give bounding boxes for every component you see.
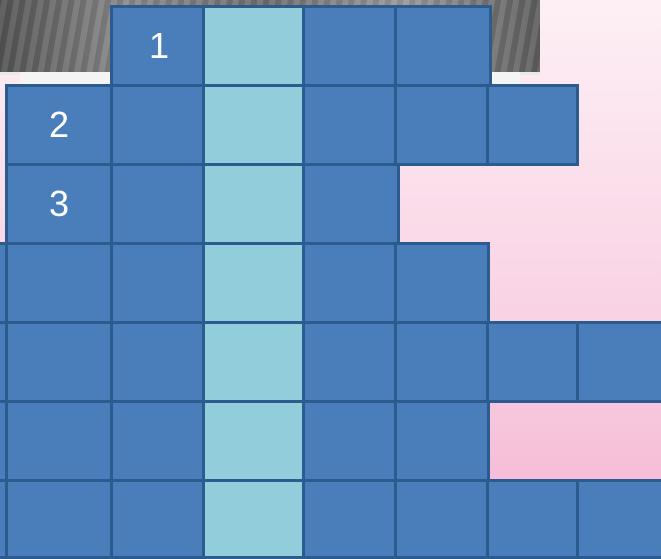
crossword-cell[interactable] xyxy=(486,479,582,559)
crossword-cell[interactable] xyxy=(302,5,400,87)
crossword-key-cell[interactable] xyxy=(202,84,308,166)
crossword-number-cell-3[interactable]: 3 xyxy=(5,163,113,245)
crossword-cell[interactable] xyxy=(302,84,400,166)
crossword-cell[interactable] xyxy=(486,84,579,166)
row-number-2: 2 xyxy=(49,104,69,146)
crossword-cell[interactable] xyxy=(302,163,400,245)
crossword-key-cell[interactable] xyxy=(202,321,308,403)
crossword-cell[interactable] xyxy=(110,321,208,403)
crossword-cell[interactable] xyxy=(394,242,490,324)
crossword-number-cell-5[interactable] xyxy=(5,321,113,403)
crossword-cell[interactable] xyxy=(110,84,208,166)
crossword-key-cell[interactable] xyxy=(202,163,308,245)
crossword-key-cell[interactable] xyxy=(202,242,308,324)
crossword-cell[interactable] xyxy=(394,400,490,482)
crossword-cell[interactable] xyxy=(394,5,492,87)
crossword-cell[interactable] xyxy=(302,242,400,324)
crossword-cell[interactable] xyxy=(394,321,492,403)
crossword-number-cell-2[interactable]: 2 xyxy=(5,84,113,166)
crossword-number-cell-7[interactable] xyxy=(5,479,113,559)
crossword-cell[interactable] xyxy=(110,479,208,559)
row-number-1: 1 xyxy=(149,25,169,67)
crossword-number-cell-4[interactable] xyxy=(5,242,113,324)
crossword-key-cell[interactable] xyxy=(202,400,308,482)
crossword-cell[interactable] xyxy=(576,321,661,403)
crossword-key-cell[interactable] xyxy=(202,5,308,87)
crossword-cell[interactable] xyxy=(394,479,492,559)
crossword-number-cell-1[interactable]: 1 xyxy=(110,5,208,87)
crossword-cell[interactable] xyxy=(302,321,400,403)
crossword-cell[interactable] xyxy=(302,479,400,559)
crossword-cell[interactable] xyxy=(110,400,208,482)
crossword-cell[interactable] xyxy=(110,163,208,245)
crossword-key-cell[interactable] xyxy=(202,479,308,559)
crossword-cell[interactable] xyxy=(302,400,400,482)
crossword-cell[interactable] xyxy=(486,321,582,403)
row-number-3: 3 xyxy=(49,183,69,225)
crossword-cell[interactable] xyxy=(576,479,661,559)
crossword-cell[interactable] xyxy=(110,242,208,324)
crossword-number-cell-6[interactable] xyxy=(5,400,113,482)
crossword-cell[interactable] xyxy=(394,84,492,166)
